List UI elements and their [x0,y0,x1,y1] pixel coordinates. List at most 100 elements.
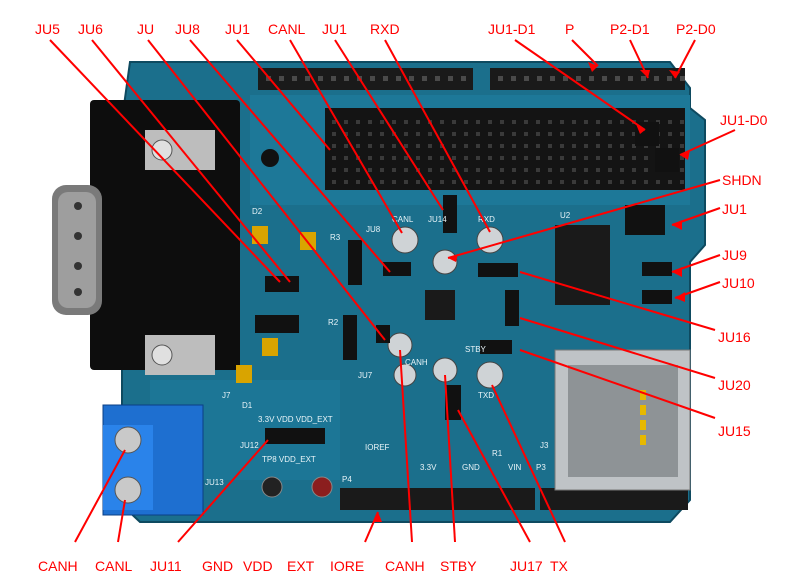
header-pin [435,76,440,81]
label-canl-top: CANL [268,21,306,37]
labels-top: JU5 JU6 JU JU8 JU1 CANL JU1 RXD JU1-D1 P… [35,21,716,37]
silk-r2: R2 [328,318,339,327]
pad-d1-left [262,338,278,356]
grid-pin [668,120,672,124]
grid-pin [464,180,468,184]
leader-ju6 [91,39,291,283]
grid-pin [416,120,420,124]
header-pin [396,76,401,81]
grid-pin [428,144,432,148]
grid-pin [464,144,468,148]
leader-stby [444,374,456,543]
grid-pin [512,120,516,124]
grid-pin [608,132,612,136]
label-ju8: JU8 [175,21,200,37]
silk-ju8: JU8 [366,225,381,234]
grid-pin [596,180,600,184]
labels-bottom: CANH CANL JU11 GND VDD EXT IORE CANH STB… [38,558,569,574]
label-tx: TX [550,558,569,574]
grid-pin [332,144,336,148]
grid-pin [392,180,396,184]
grid-pin [476,144,480,148]
test-point-canl [391,226,419,254]
silk-p3: P3 [536,463,546,472]
grid-pin [548,156,552,160]
grid-pin [680,180,684,184]
grid-pin [392,120,396,124]
grid-pin [524,156,528,160]
grid-pin [344,144,348,148]
pad-d1-right [236,365,252,383]
grid-pin [632,132,636,136]
header-pin [667,76,672,81]
leader-ju8 [189,39,391,273]
jumper-ju-a [383,262,411,276]
grid-pin [356,120,360,124]
header-pin [409,76,414,81]
test-point-gnd [261,476,283,498]
label-ju6: JU6 [78,21,103,37]
header-pin [602,76,607,81]
grid-pin [500,156,504,160]
grid-pin [476,120,480,124]
grid-pin [680,156,684,160]
grid-pin [404,168,408,172]
grid-pin [680,144,684,148]
jumper-ju-b [376,325,390,343]
silk-j7: J7 [222,391,231,400]
silk-txd: TXD [478,391,494,400]
grid-pin [512,180,516,184]
grid-pin [416,144,420,148]
grid-pin [476,180,480,184]
grid-pin [620,120,624,124]
grid-pin [380,120,384,124]
label-ju5: JU5 [35,21,60,37]
grid-pin [404,180,408,184]
jumper-ju15 [480,340,512,354]
silk-ju14: JU14 [428,215,447,224]
grid-pin [368,180,372,184]
header-pin [448,76,453,81]
grid-pin [452,180,456,184]
grid-pin [416,132,420,136]
grid-pin [500,132,504,136]
label-ju11: JU11 [150,558,182,574]
grid-pin [680,132,684,136]
grid-pin [452,120,456,124]
grid-pin [548,168,552,172]
silk-canh: CANH [405,358,428,367]
jumper-ju7 [343,315,357,360]
label-canh-terminal: CANH [38,558,78,574]
grid-pin [344,168,348,172]
grid-pin [572,180,576,184]
grid-pin [440,168,444,172]
grid-pin [368,132,372,136]
label-ju1-d1: JU1-D1 [488,21,536,37]
grid-pin [380,132,384,136]
header-pin [511,76,516,81]
grid-pin [488,156,492,160]
header-pin [550,76,555,81]
grid-pin [476,156,480,160]
grid-pin [620,144,624,148]
grid-pin [524,144,528,148]
grid-pin [656,180,660,184]
grid-pin [572,156,576,160]
silk-vin: VIN [508,463,522,472]
grid-pin [452,144,456,148]
grid-pin [500,168,504,172]
leader-ju16 [519,271,716,331]
label-vdd: VDD [243,558,273,574]
header-pin [344,76,349,81]
grid-pin [620,180,624,184]
grid-pin [488,180,492,184]
grid-pin [596,168,600,172]
silk-canl: CANL [392,215,414,224]
grid-pin [440,180,444,184]
leader-tx [491,384,566,543]
jumper-ju17 [445,385,461,420]
grid-pin [596,156,600,160]
grid-pin [608,180,612,184]
grid-pin [632,168,636,172]
top-header-left [258,68,473,90]
